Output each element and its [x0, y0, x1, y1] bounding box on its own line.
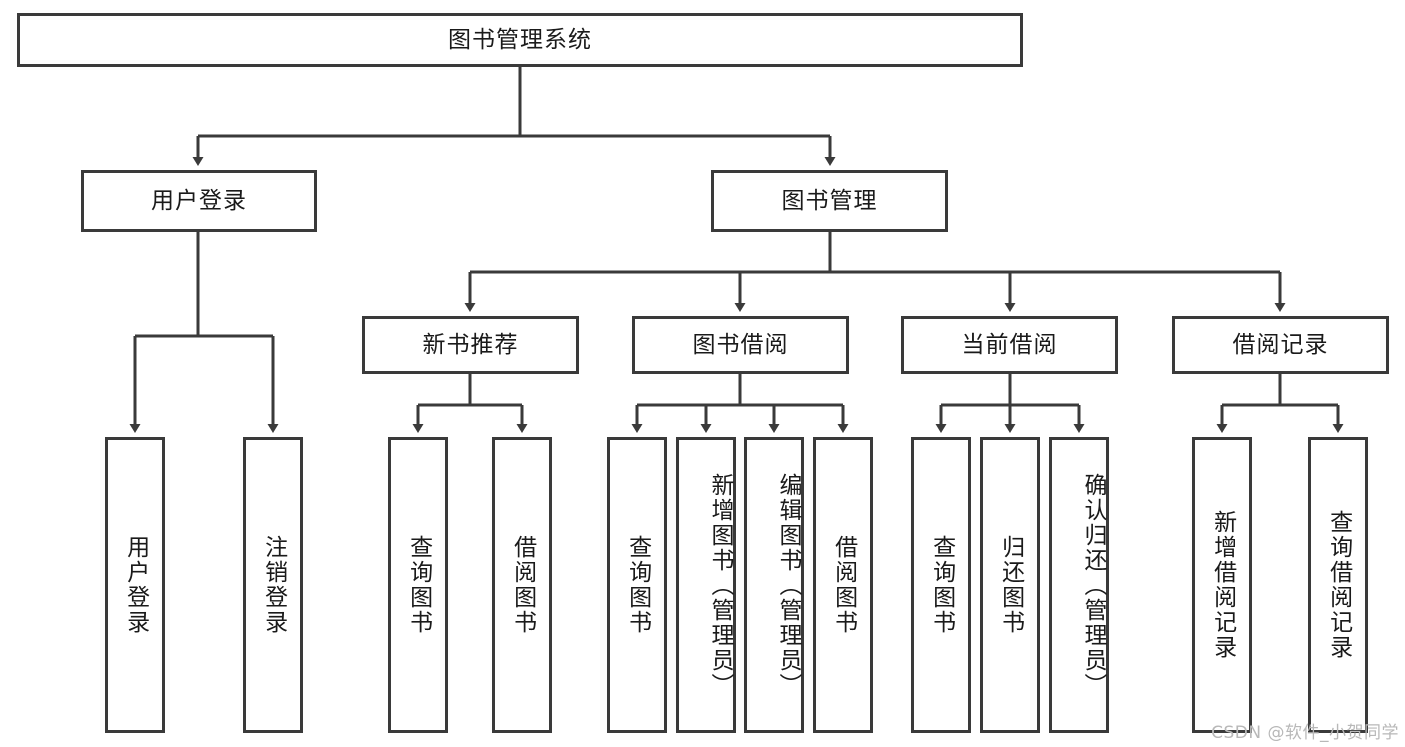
node-label: 借阅图书 — [830, 535, 857, 635]
leaf-user-login-login[interactable]: 用户登录 — [105, 437, 165, 733]
leaf-current-borrow-query-book[interactable]: 查询图书 — [911, 437, 971, 733]
node-label: 归还图书 — [997, 535, 1024, 635]
node-label: 新增借阅记录 — [1209, 510, 1236, 660]
node-label: 查询图书 — [405, 535, 432, 635]
node-label: 注销登录 — [260, 535, 287, 635]
node-label: 图书管理 — [781, 187, 878, 214]
node-label: 用户登录 — [151, 187, 247, 214]
node-current-borrow[interactable]: 当前借阅 — [901, 316, 1118, 374]
leaf-user-login-logout[interactable]: 注销登录 — [243, 437, 303, 733]
leaf-current-borrow-return-book[interactable]: 归还图书 — [980, 437, 1040, 733]
node-new-book-recommend[interactable]: 新书推荐 — [362, 316, 579, 374]
leaf-new-book-borrow-book[interactable]: 借阅图书 — [492, 437, 552, 733]
leaf-book-borrow-add-book[interactable]: 新增图书（管理员） — [676, 437, 736, 733]
node-book-management[interactable]: 图书管理 — [711, 170, 948, 232]
node-root-book-management-system[interactable]: 图书管理系统 — [17, 13, 1023, 67]
node-label: 新增图书（管理员） — [707, 472, 733, 698]
leaf-new-book-query-book[interactable]: 查询图书 — [388, 437, 448, 733]
csdn-watermark: CSDN @软件_小贺同学 — [1211, 723, 1399, 743]
node-label: 查询图书 — [624, 535, 651, 635]
node-label: 借阅图书 — [509, 535, 536, 635]
leaf-borrow-record-query-record[interactable]: 查询借阅记录 — [1308, 437, 1368, 733]
node-label: 借阅记录 — [1232, 331, 1329, 358]
node-label: 确认归还（管理员） — [1080, 472, 1106, 698]
node-book-borrow[interactable]: 图书借阅 — [632, 316, 849, 374]
node-label: 编辑图书（管理员） — [775, 472, 801, 698]
node-label: 图书借阅 — [692, 331, 789, 358]
node-user-login[interactable]: 用户登录 — [81, 170, 317, 232]
node-label: 查询借阅记录 — [1325, 510, 1352, 660]
leaf-book-borrow-borrow-book[interactable]: 借阅图书 — [813, 437, 873, 733]
node-label: 新书推荐 — [422, 331, 519, 358]
leaf-borrow-record-add-record[interactable]: 新增借阅记录 — [1192, 437, 1252, 733]
node-label: 图书管理系统 — [448, 26, 592, 53]
leaf-current-borrow-confirm-return[interactable]: 确认归还（管理员） — [1049, 437, 1109, 733]
leaf-book-borrow-query-book[interactable]: 查询图书 — [607, 437, 667, 733]
node-label: 用户登录 — [122, 535, 149, 635]
node-label: 查询图书 — [928, 535, 955, 635]
node-borrow-record[interactable]: 借阅记录 — [1172, 316, 1389, 374]
leaf-book-borrow-edit-book[interactable]: 编辑图书（管理员） — [744, 437, 804, 733]
node-label: 当前借阅 — [961, 331, 1058, 358]
